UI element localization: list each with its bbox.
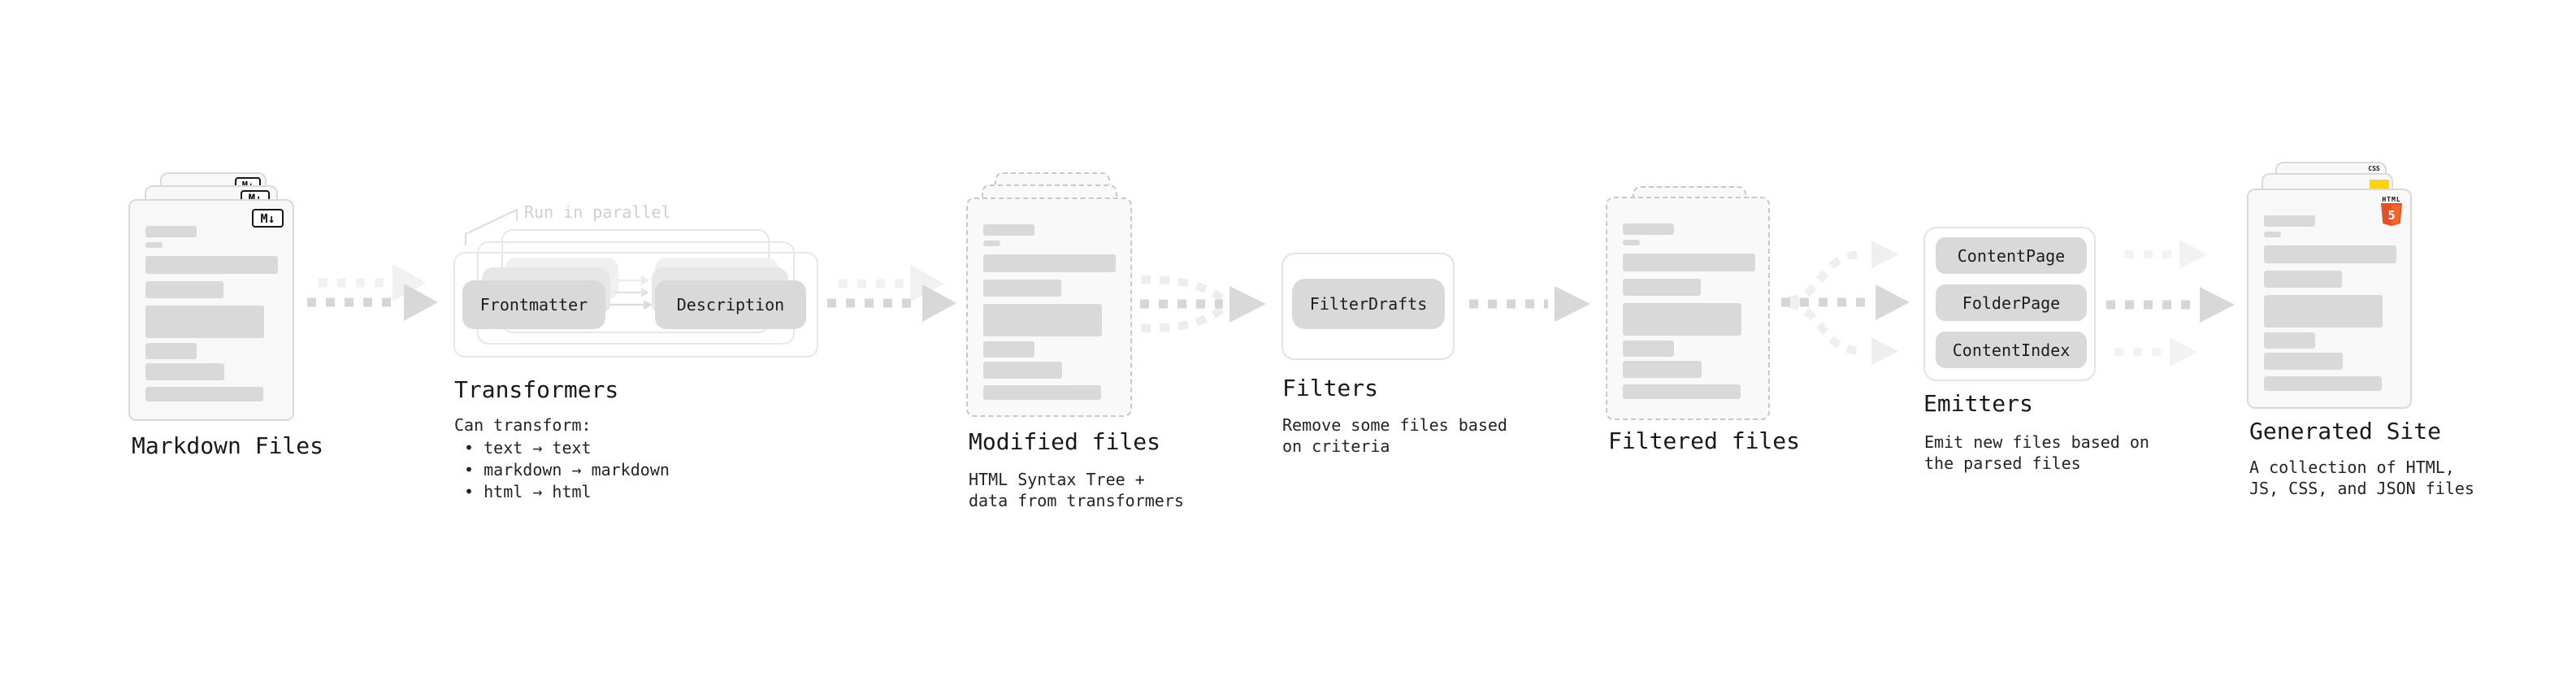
modified-files-desc: data from transformers [969, 491, 1184, 510]
modified-files-desc: HTML Syntax Tree + [969, 470, 1145, 489]
skeleton-line [983, 224, 1034, 236]
skeleton-line [2264, 245, 2396, 263]
skeleton-line [145, 306, 264, 338]
filterdrafts-pill: FilterDrafts [1292, 279, 1445, 329]
skeleton-line [1623, 223, 1674, 235]
svg-text:5: 5 [2387, 208, 2395, 223]
skeleton-line [1623, 384, 1741, 399]
skeleton-line [145, 242, 163, 248]
arrow-transformers-to-modified [827, 265, 956, 322]
skeleton-line [983, 362, 1062, 379]
skeleton-line [1623, 240, 1640, 245]
emitters-title: Emitters [1923, 390, 2033, 417]
markdown-files-card: M↓ [128, 199, 294, 421]
description-pill: Description [655, 280, 806, 329]
filtered-files-card [1606, 197, 1770, 420]
markdown-icon: M↓ [252, 209, 284, 228]
skeleton-line [145, 226, 197, 237]
filters-desc: on criteria [1282, 436, 1390, 456]
skeleton-line [2264, 215, 2315, 227]
filters-title: Filters [1282, 375, 1379, 401]
skeleton-line [983, 341, 1034, 358]
skeleton-line [983, 385, 1101, 400]
run-in-parallel-note: Run in parallel [524, 202, 671, 222]
arrow-filtered-to-emitters-split [1781, 241, 1910, 365]
contentindex-pill: ContentIndex [1936, 332, 2087, 368]
arrow-filters-to-filtered [1469, 286, 1590, 322]
folderpage-pill: FolderPage [1936, 284, 2087, 321]
arrow-markdown-to-transformers [307, 264, 438, 321]
generated-site-desc: JS, CSS, and JSON files [2249, 479, 2474, 498]
skeleton-line [983, 254, 1116, 272]
arrow-modified-to-filters-merge [1140, 275, 1266, 332]
transformers-title: Transformers [454, 376, 619, 403]
arrows-emitters-to-generated [2106, 240, 2235, 367]
skeleton-line [1623, 361, 1702, 378]
markdown-files-label: Markdown Files [132, 432, 324, 459]
skeleton-line [145, 281, 223, 298]
emitters-desc: the parsed files [1924, 453, 2081, 473]
modified-files-card [966, 197, 1132, 417]
modified-files-label: Modified files [969, 428, 1161, 455]
skeleton-line [145, 387, 263, 401]
skeleton-line [2264, 353, 2343, 370]
skeleton-line [983, 280, 1061, 297]
skeleton-line [983, 304, 1102, 336]
frontmatter-pill: Frontmatter [462, 280, 605, 329]
skeleton-line [2264, 295, 2383, 327]
skeleton-line [145, 256, 278, 274]
generated-site-label: Generated Site [2249, 418, 2442, 445]
skeleton-line [1623, 303, 1741, 336]
emitters-desc: Emit new files based on [1924, 432, 2149, 452]
filters-desc: Remove some files based [1282, 415, 1507, 435]
skeleton-line [2264, 232, 2281, 237]
skeleton-line [2264, 332, 2315, 349]
generated-site-desc: A collection of HTML, [2249, 458, 2455, 477]
generated-site-card: HTML 5 [2247, 189, 2412, 409]
skeleton-line [983, 241, 1000, 246]
skeleton-line [1623, 254, 1755, 271]
skeleton-line [2264, 271, 2342, 288]
filtered-files-label: Filtered files [1608, 427, 1801, 454]
transformers-bullet: • markdown → markdown [454, 460, 670, 479]
skeleton-line [145, 363, 224, 380]
skeleton-line [1623, 279, 1701, 296]
skeleton-line [1623, 340, 1674, 357]
html5-icon: HTML 5 [2381, 196, 2402, 226]
transformers-desc: Can transform: [454, 415, 592, 435]
skeleton-line [2264, 376, 2382, 391]
transformer-box-front [453, 252, 818, 358]
transformers-bullet: • html → html [454, 482, 592, 501]
js-icon [2370, 180, 2389, 190]
contentpage-pill: ContentPage [1936, 237, 2087, 274]
transformers-bullet: • text → text [454, 438, 592, 458]
skeleton-line [145, 343, 197, 359]
